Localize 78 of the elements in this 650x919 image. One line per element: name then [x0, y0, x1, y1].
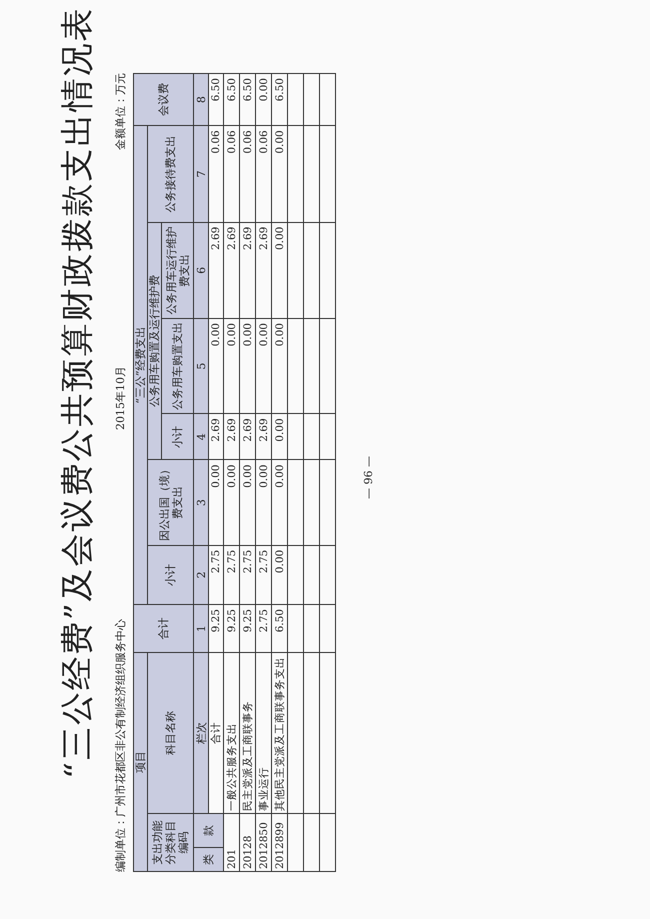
table-cell: 0.06	[208, 126, 224, 222]
header-cell: 类	[194, 847, 224, 872]
table-cell: 0.00	[256, 460, 272, 546]
table-cell: 0.00	[240, 460, 256, 546]
table-cell: 2.69	[208, 414, 224, 460]
table-cell: 0.00	[272, 318, 288, 414]
table-cell: 2012850	[256, 813, 272, 872]
header-cell: 5	[194, 318, 208, 414]
header-cell: “三公”经费支出	[134, 126, 148, 605]
date-text: 2015年10月	[113, 366, 128, 430]
header-cell: 小计	[162, 414, 194, 460]
table-cell: 9.25	[224, 604, 240, 653]
header-cell: 8	[194, 74, 208, 126]
header-cell: 项目	[134, 652, 148, 872]
table-cell: 2.69	[208, 222, 224, 318]
header-cell: 6	[194, 222, 208, 318]
header-cell: 3	[194, 460, 208, 546]
unit-note: 金额单位：万元	[113, 73, 128, 150]
page-number: — 96 —	[362, 456, 375, 499]
table-cell: 0.00	[224, 318, 240, 414]
header-cell: 款	[194, 813, 224, 848]
table-cell: 0.00	[272, 460, 288, 546]
table-cell: 2.69	[256, 414, 272, 460]
table-cell: 2.75	[256, 604, 272, 653]
table-cell: 201	[224, 813, 240, 872]
table-cell: 事业运行	[256, 652, 272, 814]
table-cell: 9.25	[208, 604, 224, 653]
header-cell: 小计	[148, 545, 194, 605]
table-cell: 6.50	[208, 74, 224, 126]
table-cell: 2.75	[208, 545, 224, 605]
header-cell: 因公出国（境）费支出	[148, 460, 194, 546]
header-cell: 2	[194, 545, 208, 605]
table-cell: 2.69	[224, 222, 240, 318]
table-cell: 一般公共服务支出	[224, 652, 240, 814]
header-cell: 公务接待费支出	[148, 126, 194, 222]
table-cell: 0.00	[208, 460, 224, 546]
table-cell: 0.00	[208, 318, 224, 414]
table-cell: 9.25	[240, 604, 256, 653]
table-cell: 6.50	[224, 74, 240, 126]
table-cell: 20128	[240, 813, 256, 872]
table-cell: 2.75	[240, 545, 256, 605]
table-cell: 民主党派及工商联事务	[240, 652, 256, 814]
header-cell: 7	[194, 126, 208, 222]
title: “三公经费”及会议费公共预算财政拨款支出情况表	[56, 6, 97, 779]
table-cell: 0.00	[256, 74, 272, 126]
unit-note: 编制单位：广州市花都区非公有制经济组织服务中心	[113, 619, 128, 872]
header-cell: 科目名称	[148, 652, 194, 814]
table-cell: 6.50	[272, 74, 288, 126]
table-cell: 0.00	[224, 460, 240, 546]
header-cell: 公务用车购置支出	[162, 318, 194, 414]
header-cell: 支出功能分类科目编码	[148, 813, 194, 872]
table-cell: 0.06	[240, 126, 256, 222]
table-cell: 6.50	[240, 74, 256, 126]
header-cell: 合计	[134, 604, 194, 653]
table-cell: 2.69	[240, 414, 256, 460]
table-cell: 2012899	[272, 813, 288, 872]
header-cell: 栏次	[194, 652, 208, 814]
table-cell: 0.06	[256, 126, 272, 222]
table-cell: 0.00	[272, 126, 288, 222]
table-cell: 0.00	[272, 545, 288, 605]
table-cell: 0.00	[240, 318, 256, 414]
table-cell: 2.75	[224, 545, 240, 605]
header-cell: 公务用车购置及运行维护费	[148, 222, 162, 460]
header-cell: 1	[194, 604, 208, 653]
table-cell: 合计	[208, 652, 224, 814]
table-cell: 其他民主党派及工商联事务支出	[272, 652, 288, 814]
header-cell: 4	[194, 414, 208, 460]
header-cell: 会议费	[134, 74, 194, 126]
table-cell: 2.75	[256, 545, 272, 605]
header-cell: 公务用车运行维护费支出	[162, 222, 194, 318]
table-cell: 0.00	[272, 222, 288, 318]
table-cell: 2.69	[224, 414, 240, 460]
table-cell: 0.00	[256, 318, 272, 414]
table-cell: 0.06	[224, 126, 240, 222]
table-cell: 2.69	[256, 222, 272, 318]
table-cell: 6.50	[272, 604, 288, 653]
table-cell: 0.00	[272, 414, 288, 460]
table-cell: 2.69	[240, 222, 256, 318]
